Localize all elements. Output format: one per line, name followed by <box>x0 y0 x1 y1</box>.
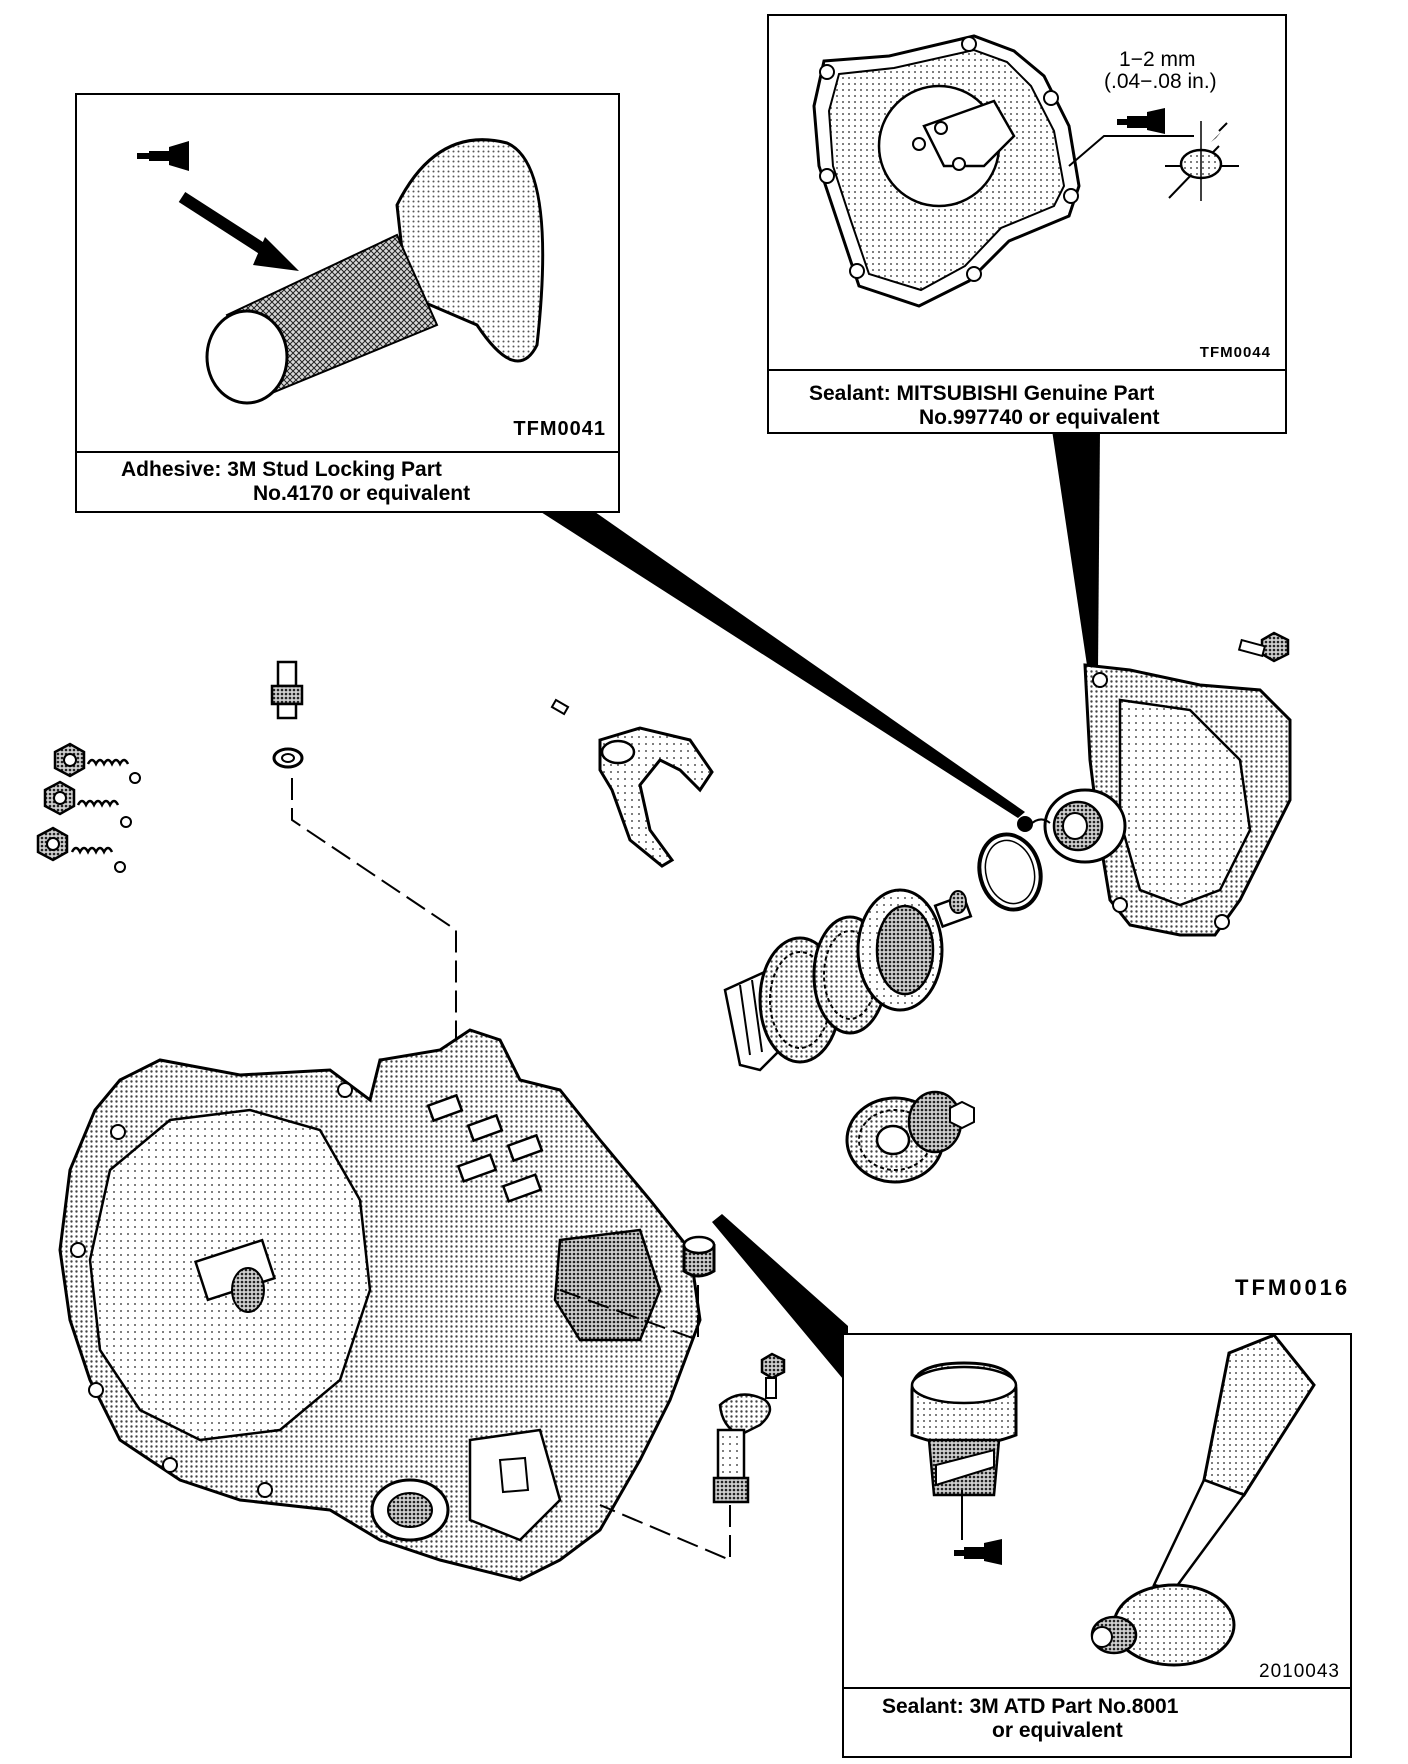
callout-adhesive: TFM0041 Adhesive: 3M Stud Locking Part N… <box>75 93 620 513</box>
callout-divider <box>769 369 1285 371</box>
transfer-case-cover <box>1017 631 1292 937</box>
plug-leader-line <box>559 1285 699 1342</box>
callout-divider <box>844 1687 1350 1689</box>
bead-width-in: (.04−.08 in.) <box>1104 70 1217 93</box>
figure-code-sealant-3m: 2010043 <box>1259 1661 1340 1682</box>
application-arrow-icon <box>178 191 299 271</box>
mitsubishi-caption-line2: No.997740 or equivalent <box>919 406 1160 429</box>
stud-locking-figure <box>137 138 545 405</box>
callout-sealant-3m: 2010043 Sealant: 3M ATD Part No.8001 or … <box>842 1333 1352 1758</box>
cover-sealant-bead-figure <box>812 34 1239 308</box>
adhesive-caption-line2: No.4170 or equivalent <box>253 482 471 505</box>
3m-caption-line1: Sealant: 3M ATD Part No.8001 <box>882 1695 1179 1718</box>
poppet-plugs-springs <box>36 742 141 873</box>
main-figure-code: TFM0016 <box>1235 1275 1351 1300</box>
leader-wedge-sealant-plug <box>712 1214 848 1385</box>
sleeve-leader-line <box>599 1504 731 1562</box>
transmission-case <box>58 1028 702 1582</box>
sealant-tube-icon <box>954 1539 1002 1565</box>
o-ring <box>977 832 1043 912</box>
small-gear <box>845 1090 975 1184</box>
sealant-tube-icon <box>137 141 189 171</box>
bead-cross-section-icon <box>1165 121 1239 201</box>
shift-fork <box>550 698 714 868</box>
driver-tool-icon <box>1090 1335 1316 1667</box>
gear-cluster <box>723 888 973 1072</box>
sealed-plug <box>682 1235 716 1278</box>
figure-code-sealant-mitsubishi: TFM0044 <box>1199 344 1271 361</box>
leader-wedge-adhesive <box>530 505 1025 818</box>
switch-leader-line <box>291 778 457 1040</box>
backup-light-switch <box>270 660 304 769</box>
callout-divider <box>77 451 618 453</box>
bead-width-mm: 1−2 mm <box>1119 48 1196 71</box>
callout-sealant-mitsubishi: 1−2 mm (.04−.08 in.) TFM0044 Sealant: MI… <box>767 14 1287 434</box>
sealant-tube-icon <box>1117 108 1165 134</box>
plug-sealant-figure <box>910 1335 1316 1667</box>
3m-caption-line2: or equivalent <box>992 1719 1123 1742</box>
adhesive-caption-line1: Adhesive: 3M Stud Locking Part <box>121 458 442 481</box>
leader-wedge-sealant-cover <box>1052 430 1100 672</box>
speedometer-sleeve <box>712 1352 786 1504</box>
figure-code-adhesive: TFM0041 <box>513 418 606 440</box>
mitsubishi-caption-line1: Sealant: MITSUBISHI Genuine Part <box>809 382 1155 405</box>
